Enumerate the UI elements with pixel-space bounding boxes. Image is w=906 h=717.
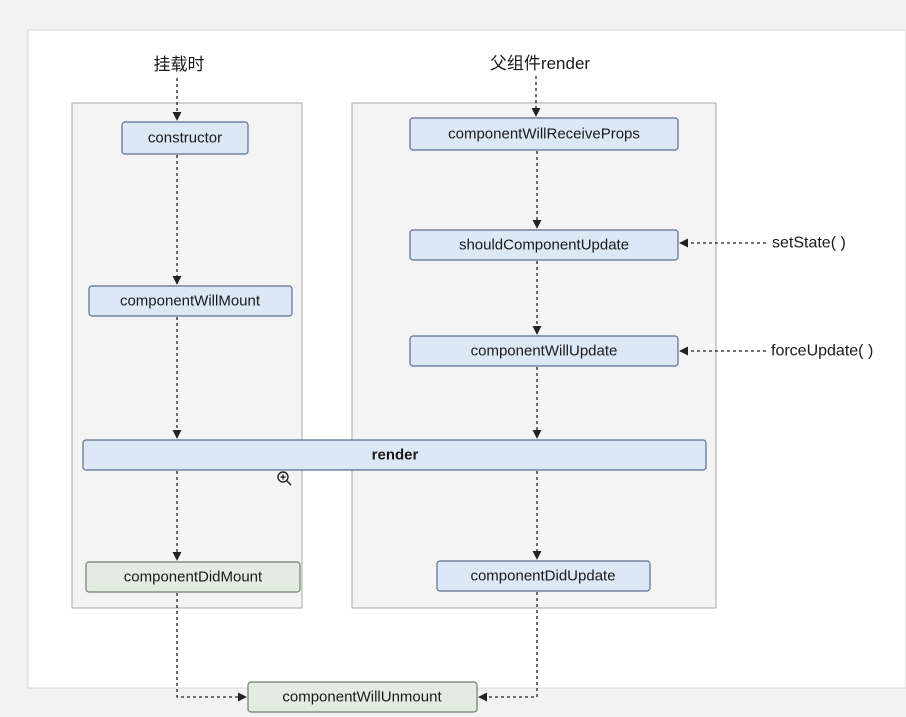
node-render-label: render	[372, 447, 419, 464]
node-component-will-unmount-label: componentWillUnmount	[282, 689, 442, 706]
set-state-label: setState( )	[772, 235, 846, 252]
node-should-component-update-label: shouldComponentUpdate	[459, 237, 629, 254]
node-render: render	[82, 439, 707, 471]
node-component-did-update-label: componentDidUpdate	[470, 568, 615, 585]
node-component-will-unmount: componentWillUnmount	[247, 681, 478, 713]
node-component-did-update: componentDidUpdate	[436, 560, 651, 592]
node-component-did-mount-label: componentDidMount	[124, 569, 263, 586]
force-update-label: forceUpdate( )	[771, 343, 873, 360]
node-should-component-update: shouldComponentUpdate	[409, 229, 679, 261]
node-component-did-mount: componentDidMount	[85, 561, 301, 593]
arrow-did-update-to-will-unmount	[478, 592, 538, 702]
node-constructor: constructor	[121, 121, 249, 155]
node-component-will-receive-props-label: componentWillReceiveProps	[448, 126, 640, 143]
node-component-will-mount-label: componentWillMount	[120, 293, 261, 310]
node-component-will-update: componentWillUpdate	[409, 335, 679, 367]
node-component-will-update-label: componentWillUpdate	[471, 343, 618, 360]
node-component-will-mount: componentWillMount	[88, 285, 293, 317]
mount-phase-container	[71, 102, 303, 609]
zoom-in-cursor-icon	[277, 471, 292, 486]
mount-phase-label: 挂载时	[154, 55, 205, 74]
node-constructor-label: constructor	[148, 130, 222, 147]
node-component-will-receive-props: componentWillReceiveProps	[409, 117, 679, 151]
parent-render-label: 父组件render	[490, 54, 590, 73]
arrow-did-mount-to-will-unmount	[176, 593, 247, 702]
